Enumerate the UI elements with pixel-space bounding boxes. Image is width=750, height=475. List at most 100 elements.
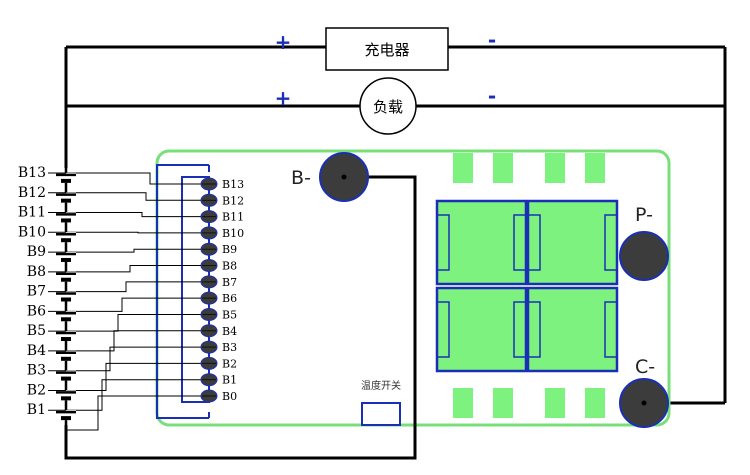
pad-p-minus-label: P-	[635, 204, 653, 226]
balance-wires	[66, 172, 209, 431]
load-minus-sign: -	[488, 84, 496, 108]
battery-label: B3	[27, 363, 46, 379]
connector-pin	[200, 275, 218, 289]
balance-wire	[66, 231, 209, 234]
connector-pin-label: B9	[222, 243, 237, 256]
connector-pin	[200, 389, 218, 403]
mosfet-3-notch	[437, 301, 526, 358]
pad-c-minus-label: C-	[635, 356, 655, 378]
connector-pin	[200, 226, 218, 240]
charger-label: 充电器	[364, 41, 409, 59]
connector-pins	[200, 177, 218, 403]
balance-wire	[66, 192, 209, 201]
connector-outline	[156, 164, 210, 419]
connector-pin-label: B11	[222, 211, 244, 224]
balance-wire	[66, 330, 209, 352]
battery-cell-gap	[56, 311, 76, 322]
connector-pin-label: B4	[222, 325, 237, 338]
charger-minus-sign: -	[488, 28, 496, 52]
pad-b-minus-label: B-	[291, 167, 311, 189]
connector-pin-label: B12	[222, 194, 244, 207]
bottom-pad-3	[545, 388, 565, 418]
battery-cell-gap	[56, 291, 76, 302]
connector-pin-label: B6	[222, 292, 237, 305]
connector-pin-label: B5	[222, 308, 237, 321]
connector-pin	[200, 291, 218, 305]
mosfet-2-notch	[528, 214, 617, 271]
battery-cell-gap	[56, 192, 76, 203]
connector-inner-outline	[181, 176, 210, 403]
battery-label: B13	[18, 165, 46, 181]
battery-cell-gap	[56, 390, 76, 401]
load-circle	[359, 77, 417, 135]
battery-cells	[56, 168, 76, 425]
balance-wire	[66, 362, 209, 391]
balance-wire	[66, 379, 209, 411]
battery-cell-gap	[56, 271, 76, 282]
temp-switch-label: 温度开关	[361, 379, 401, 392]
battery-label: B12	[18, 185, 46, 201]
connector-pin-label: B7	[222, 276, 237, 289]
battery-label: B10	[18, 224, 46, 240]
top-pad-2	[493, 153, 513, 183]
battery-cell-gap	[56, 410, 76, 421]
battery-label: B7	[27, 284, 46, 300]
connector-pin-label: B8	[222, 260, 237, 273]
battery-cell-gap	[56, 232, 76, 243]
pad-b-minus-dot	[341, 174, 347, 180]
connector-pin-label: B2	[222, 357, 237, 370]
mosfet-2	[526, 199, 619, 286]
battery-label: B9	[27, 244, 46, 260]
connector-pin	[200, 242, 218, 256]
connector-pin	[200, 340, 218, 354]
temp-switch	[361, 402, 401, 426]
mosfet-4-notch	[528, 301, 617, 358]
mosfet-1	[435, 199, 528, 286]
battery-label: B2	[27, 382, 46, 398]
top-circuit	[64, 45, 727, 405]
balance-wire	[66, 395, 209, 431]
battery-cell-gap	[56, 370, 76, 381]
mosfet-array	[435, 199, 619, 373]
battery-label: B4	[27, 343, 46, 359]
connector-pin	[200, 210, 218, 224]
bottom-pads	[453, 388, 605, 418]
battery-cell-gap	[56, 172, 76, 183]
mosfet-1-notch	[437, 214, 526, 271]
battery-label: B11	[18, 205, 46, 221]
pad-c-minus-dot	[641, 400, 647, 406]
balance-wire	[66, 265, 209, 273]
load-label: 负载	[373, 98, 403, 116]
connector-pin	[200, 177, 218, 191]
connector-pin-label: B0	[222, 390, 237, 403]
pad-p-minus	[619, 231, 669, 281]
battery-cell-gap	[56, 251, 76, 262]
b-minus-wire	[64, 175, 417, 460]
balance-wire	[66, 346, 209, 372]
balance-wire	[66, 313, 209, 332]
connector-pin-label: B10	[222, 227, 244, 240]
balance-wire	[66, 248, 209, 253]
bottom-pad-2	[493, 388, 513, 418]
load-plus-sign: +	[275, 86, 292, 110]
connector-pin-label: B1	[222, 374, 237, 387]
bottom-pad-4	[585, 388, 605, 418]
balance-wire	[66, 297, 209, 312]
top-pad-1	[453, 153, 473, 183]
top-pad-3	[545, 153, 565, 183]
balance-wire	[66, 212, 209, 218]
mosfet-4	[526, 286, 619, 373]
battery-cell-gap	[56, 331, 76, 342]
connector-pin-label: B3	[222, 341, 237, 354]
top-pads	[453, 153, 605, 183]
connector-pin	[200, 373, 218, 387]
battery-cell-gap	[56, 212, 76, 223]
top-pad-4	[585, 153, 605, 183]
battery-cell-gap	[56, 350, 76, 361]
connector-pin	[200, 356, 218, 370]
battery-label: B5	[27, 323, 46, 339]
